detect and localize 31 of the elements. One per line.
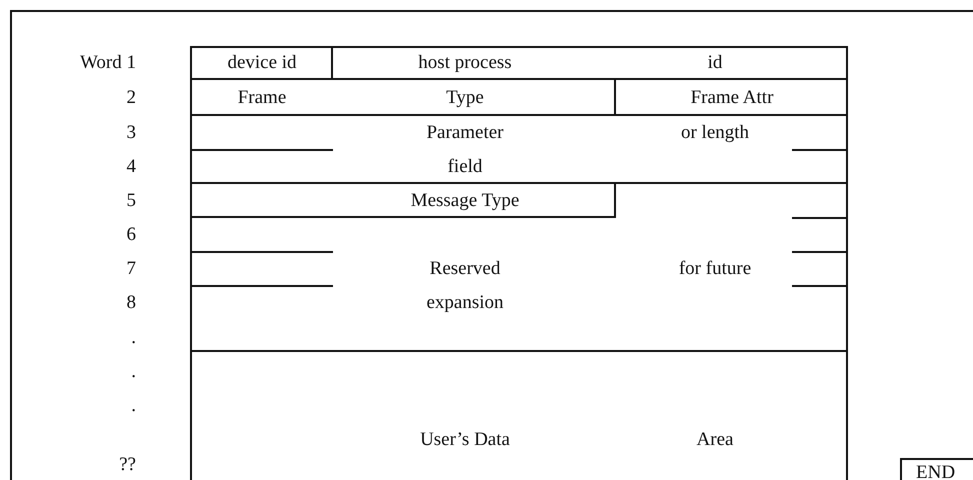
word-number: ?? bbox=[119, 454, 136, 476]
field-label: Frame bbox=[238, 87, 286, 109]
field-label: Parameter bbox=[426, 122, 504, 144]
field-label: Reserved bbox=[430, 258, 500, 280]
word-number: 5 bbox=[126, 190, 136, 212]
field-label: Area bbox=[696, 429, 734, 451]
field-label: Type bbox=[446, 87, 484, 109]
field-cell bbox=[190, 46, 333, 80]
field-label: host process bbox=[418, 52, 512, 74]
field-label: Frame Attr bbox=[690, 87, 774, 109]
word-number: . bbox=[131, 395, 136, 417]
field-label: Message Type bbox=[410, 190, 520, 212]
field-label: for future bbox=[678, 258, 752, 280]
word-number: 6 bbox=[126, 224, 136, 246]
field-label: id bbox=[708, 52, 722, 74]
word-number: 4 bbox=[126, 156, 136, 178]
field-label: User’s Data bbox=[420, 429, 510, 451]
field-cell bbox=[190, 80, 616, 116]
word-number: 8 bbox=[126, 292, 136, 314]
field-label: expansion bbox=[426, 292, 504, 314]
field-label: or length bbox=[680, 122, 750, 144]
word-number: . bbox=[131, 361, 136, 383]
end-label: END bbox=[916, 462, 956, 480]
field-cell bbox=[190, 184, 616, 218]
word-number: 2 bbox=[126, 87, 136, 109]
word-number: . bbox=[131, 327, 136, 349]
field-label: device id bbox=[227, 52, 297, 74]
word-label: Word 1 bbox=[80, 52, 136, 74]
word-number: 3 bbox=[126, 122, 136, 144]
word-number: 7 bbox=[126, 258, 136, 280]
field-label: field bbox=[448, 156, 482, 178]
